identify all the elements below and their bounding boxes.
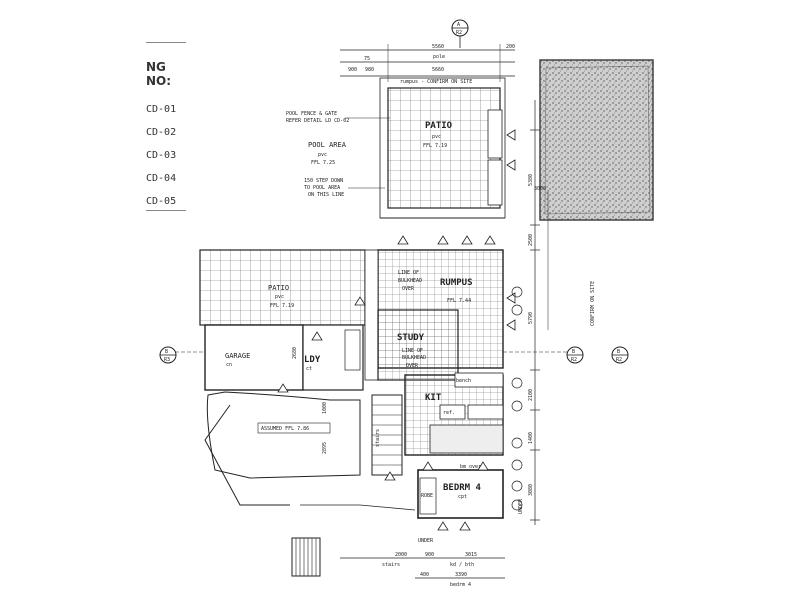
dim-bottom-5: 400 bbox=[420, 572, 429, 578]
dim-right-7: 3080 bbox=[528, 484, 534, 496]
legend-item: CD-01 bbox=[146, 104, 177, 115]
dim-bottom-bedrm: bedrm 4 bbox=[450, 582, 471, 588]
section-letter: A bbox=[457, 22, 460, 28]
dim-garage-2895: 2895 bbox=[322, 442, 328, 454]
dim-top-75: 75 bbox=[364, 56, 370, 62]
room-label-bedrm-4: BEDRM 4 bbox=[443, 483, 482, 493]
section-marker-top: A R2 bbox=[451, 19, 469, 48]
note-bench: bench bbox=[456, 378, 471, 384]
garage-area bbox=[204, 324, 304, 391]
room-label-garage: GARAGE bbox=[225, 352, 250, 360]
dim-bottom-1: 2000 bbox=[395, 552, 407, 558]
room-label-patio-left: PATIO bbox=[268, 284, 289, 292]
room-sub-bedrm-4: cpt bbox=[458, 494, 467, 500]
section-sheet: R3 bbox=[164, 357, 170, 363]
dim-bottom-2: 900 bbox=[425, 552, 434, 558]
section-letter: B bbox=[165, 349, 168, 355]
room-label-kit: KIT bbox=[425, 393, 442, 403]
room-label-pool-area: POOL AREA bbox=[308, 141, 347, 149]
drawing-legend: NG NO: CD-01 CD-02 CD-03 CD-04 CD-05 bbox=[146, 60, 191, 219]
room-label-study: STUDY bbox=[397, 333, 425, 343]
room-sub-pool: pvc bbox=[318, 152, 327, 158]
note-ref: ref. bbox=[443, 410, 455, 416]
dim-bottom-4: 3390 bbox=[455, 572, 467, 578]
legend-item: CD-02 bbox=[146, 127, 177, 138]
site-photo bbox=[539, 59, 654, 221]
section-sheet: R2 bbox=[571, 357, 577, 363]
dim-top-rumpus: rumpus - CONFIRM ON SITE bbox=[400, 79, 472, 85]
legend-item: CD-05 bbox=[146, 196, 177, 207]
note-pool-fence-1: POOL FENCE & GATE bbox=[286, 111, 337, 117]
external-stairs bbox=[291, 537, 321, 577]
note-step-3: ON THIS LINE bbox=[308, 192, 344, 198]
section-marker-left: B R3 bbox=[159, 346, 177, 364]
room-label-patio-top: PATIO bbox=[425, 121, 453, 131]
room-ffl-rumpus: FFL 7.44 bbox=[447, 298, 471, 304]
legend-header: NG NO: bbox=[146, 60, 172, 88]
dim-top-second: 5660 bbox=[432, 67, 444, 73]
note-rumpus-line-1: LINE OF bbox=[398, 270, 419, 276]
section-sheet: R2 bbox=[616, 357, 622, 363]
study-area bbox=[377, 309, 459, 381]
note-step-2: TO POOL AREA bbox=[304, 185, 340, 191]
room-ffl-pool: FFL 7.25 bbox=[311, 160, 335, 166]
dim-top-overall: 5560 bbox=[432, 44, 444, 50]
room-label-ldy: LDY bbox=[304, 355, 321, 365]
legend-top-rule bbox=[146, 42, 186, 43]
section-sheet: R2 bbox=[456, 30, 462, 36]
dim-bottom-stairs: stairs bbox=[382, 562, 400, 568]
note-study-line-2: BULKHEAD bbox=[402, 355, 426, 361]
note-rumpus-line-3: OVER bbox=[402, 286, 415, 292]
dim-right-3: 2500 bbox=[528, 234, 534, 246]
dim-top-sub: pole bbox=[433, 54, 445, 60]
dim-right-1: 5380 bbox=[528, 174, 534, 186]
dim-right-6: 1400 bbox=[528, 432, 534, 444]
dim-right-2: 3000 bbox=[534, 186, 546, 192]
dim-ldy-2680: 2680 bbox=[292, 347, 298, 359]
dim-top-left2: 980 bbox=[365, 67, 374, 73]
legend-item: CD-04 bbox=[146, 173, 177, 184]
section-letter: B bbox=[572, 349, 575, 355]
note-bm-over: bm over bbox=[460, 464, 481, 470]
room-ffl-patio-left: FFL 7.19 bbox=[270, 303, 294, 309]
room-sub-garage: cn bbox=[226, 362, 232, 368]
note-pool-fence-2: REFER DETAIL LD CD-02 bbox=[286, 118, 349, 124]
room-label-rumpus: RUMPUS bbox=[440, 278, 473, 288]
legend-item: CD-03 bbox=[146, 150, 177, 161]
section-marker-right-2: B R2 bbox=[611, 346, 629, 364]
dim-garage-1000: 1000 bbox=[322, 402, 328, 414]
left-patio-area bbox=[199, 249, 366, 326]
dim-top-200: 200 bbox=[506, 44, 515, 50]
dim-right-4: 5790 bbox=[528, 312, 534, 324]
note-under: UNDER bbox=[418, 538, 434, 544]
note-assumed-ffl: ASSUMED FFL 7.86 bbox=[261, 426, 309, 432]
note-study-line-3: OVER bbox=[406, 363, 419, 369]
note-study-line-1: LINE OF bbox=[402, 348, 423, 354]
room-ffl-patio-top: FFL 7.19 bbox=[423, 143, 447, 149]
dim-top-left1: 900 bbox=[348, 67, 357, 73]
note-robe: ROBE bbox=[421, 493, 433, 499]
room-sub-patio-top: pvc bbox=[432, 134, 441, 140]
room-sub-ldy: ct bbox=[306, 366, 312, 372]
note-rumpus-line-2: BULKHEAD bbox=[398, 278, 422, 284]
dim-bottom-3: 3015 bbox=[465, 552, 477, 558]
dim-right-5: 2100 bbox=[528, 389, 534, 401]
note-step-1: 150 STEP DOWN bbox=[304, 178, 343, 184]
patio-top-area bbox=[387, 87, 501, 209]
section-marker-right-1: B R2 bbox=[566, 346, 584, 364]
note-confirm-site: CONFIRM ON SITE bbox=[590, 281, 596, 326]
dim-bottom-kdbth: kd / bth bbox=[450, 562, 474, 568]
room-sub-patio-left: pvc bbox=[275, 294, 284, 300]
note-under-right: UNDER bbox=[518, 498, 524, 514]
legend-bottom-rule bbox=[146, 210, 186, 211]
section-letter: B bbox=[617, 349, 620, 355]
note-stairs: stairs bbox=[375, 429, 381, 447]
